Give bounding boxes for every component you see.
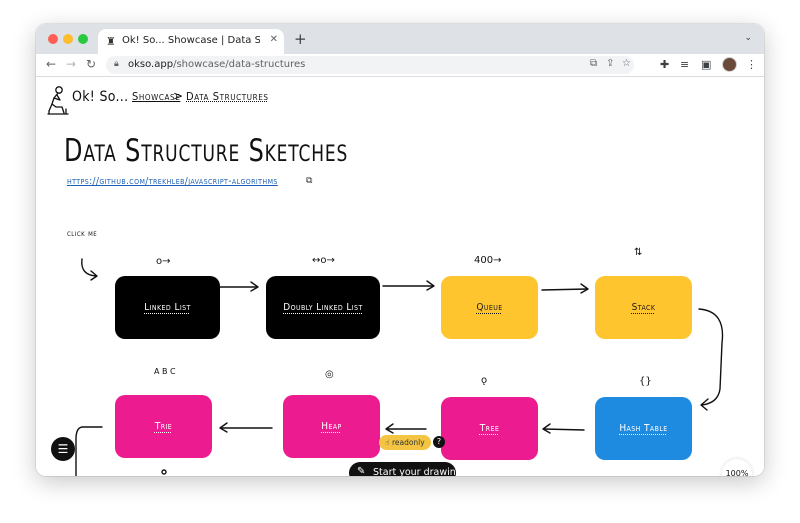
share-icon[interactable]: ⇪ — [606, 58, 615, 69]
arrowhead-2 — [426, 280, 435, 291]
node-hash-table[interactable]: Hash Table — [595, 397, 692, 460]
arrowhead-4 — [700, 398, 709, 411]
arrow-queue-stack — [541, 288, 588, 291]
bookmark-star-icon[interactable]: ☆ — [622, 58, 631, 69]
node-glyph-trie-icon: A B C — [154, 367, 176, 376]
node-glyph-hash-table-icon: {} — [639, 376, 652, 387]
tab-title: Ok! So... Showcase | Data Structures — [122, 35, 260, 46]
node-label-stack: Stack — [631, 302, 656, 313]
maximize-window-button[interactable] — [78, 34, 88, 44]
node-label-trie: Trie — [154, 421, 173, 432]
side-panel-icon[interactable]: ▣ — [701, 58, 712, 71]
arrowhead-6 — [385, 423, 394, 434]
node-glyph-doubly-linked-list-icon: ↔o→ — [312, 255, 335, 266]
pencil-icon: ✎ — [357, 466, 366, 476]
profile-avatar[interactable] — [722, 57, 737, 72]
node-label-heap: Heap — [321, 421, 342, 432]
thinker-statue-icon[interactable] — [44, 83, 72, 117]
node-label-linked-list: Linked List — [144, 302, 191, 313]
node-doubly-linked-list[interactable]: Doubly Linked List — [266, 276, 380, 339]
arrowhead-7 — [219, 422, 228, 433]
diagram-canvas[interactable] — [36, 77, 764, 476]
new-tab-button[interactable]: + — [294, 30, 307, 48]
close-window-button[interactable] — [48, 34, 58, 44]
browser-tab[interactable]: ♜ Ok! So... Showcase | Data Structures ✕ — [98, 29, 284, 54]
hamburger-menu-button[interactable]: ☰ — [51, 437, 75, 461]
click-me-hint: click me — [67, 229, 98, 239]
readonly-badge[interactable]: ☝︎ readonly — [379, 435, 431, 450]
arrow-stack-hashtable — [698, 308, 724, 406]
open-in-app-icon[interactable]: ⧉ — [590, 58, 598, 69]
breadcrumb-current[interactable]: Data Structures — [186, 90, 269, 103]
tab-close-icon[interactable]: ✕ — [269, 34, 278, 45]
node-linked-list[interactable]: Linked List — [115, 276, 220, 339]
back-icon[interactable]: ← — [46, 57, 57, 71]
browser-window: ♜ Ok! So... Showcase | Data Structures ✕… — [36, 24, 764, 476]
page-title: Data Structure Sketches — [64, 133, 349, 169]
more-menu-icon[interactable]: ⋮ — [746, 58, 757, 71]
node-heap[interactable]: Heap — [283, 395, 380, 458]
external-link-icon[interactable]: ⧉ — [306, 176, 313, 186]
node-glyph-queue-icon: 400→ — [474, 255, 502, 266]
click-me-arrow — [81, 258, 97, 277]
breadcrumb-showcase-link[interactable]: Showcase — [132, 90, 181, 103]
start-drawing-label: Start your drawing — [373, 467, 462, 476]
arrowhead-1 — [250, 281, 259, 292]
logo-text[interactable]: Ok! So... — [72, 89, 129, 105]
node-stack[interactable]: Stack — [595, 276, 692, 339]
statue-icon: ♜ — [106, 35, 116, 48]
node-trie[interactable]: Trie — [115, 395, 212, 458]
forward-icon[interactable]: → — [66, 57, 77, 71]
node-label-doubly-linked-list: Doubly Linked List — [283, 302, 363, 313]
reload-icon[interactable]: ↻ — [86, 57, 97, 71]
page-content: Ok! So... Showcase > Data Structures Dat… — [36, 77, 764, 476]
node-queue[interactable]: Queue — [441, 276, 538, 339]
start-drawing-button[interactable]: ✎ Start your drawing — [349, 462, 462, 476]
tab-bar: ♜ Ok! So... Showcase | Data Structures ✕… — [36, 24, 764, 54]
node-label-queue: Queue — [476, 302, 503, 313]
node-tree[interactable]: Tree — [441, 397, 538, 460]
next-node-glyph — [161, 469, 167, 475]
breadcrumb-separator: > — [173, 89, 184, 103]
node-glyph-heap-icon: ◎ — [325, 369, 334, 380]
url-text: okso.app/showcase/data-structures — [128, 59, 306, 70]
arrow-trie-down — [75, 426, 103, 476]
extensions-icon[interactable]: ✚ — [660, 58, 670, 71]
minimize-window-button[interactable] — [63, 34, 73, 44]
repo-link[interactable]: https://github.com/trekhleb/javascript-a… — [67, 176, 278, 187]
zoom-level[interactable]: 100% — [722, 459, 752, 476]
tab-search-icon[interactable]: ⌄ — [744, 33, 752, 43]
arrow-hashtable-tree — [543, 428, 585, 431]
arrowhead-5 — [542, 423, 551, 434]
browser-toolbar: ← → ↻ 🔒︎ okso.app/showcase/data-structur… — [36, 54, 764, 77]
node-glyph-linked-list-icon: o→ — [156, 256, 171, 267]
lock-icon[interactable]: 🔒︎ — [114, 59, 119, 69]
node-glyph-tree-icon: ǫ — [481, 375, 488, 386]
node-label-hash-table: Hash Table — [619, 423, 668, 434]
reading-list-icon[interactable]: ≡ — [680, 58, 690, 71]
address-bar[interactable]: 🔒︎ okso.app/showcase/data-structures ⧉ ⇪… — [106, 56, 634, 74]
click-me-arrowhead — [90, 270, 98, 281]
node-glyph-stack-icon: ⇅ — [634, 247, 643, 258]
arrowhead-3 — [580, 283, 589, 294]
help-button[interactable]: ? — [433, 436, 445, 448]
node-label-tree: Tree — [479, 423, 500, 434]
